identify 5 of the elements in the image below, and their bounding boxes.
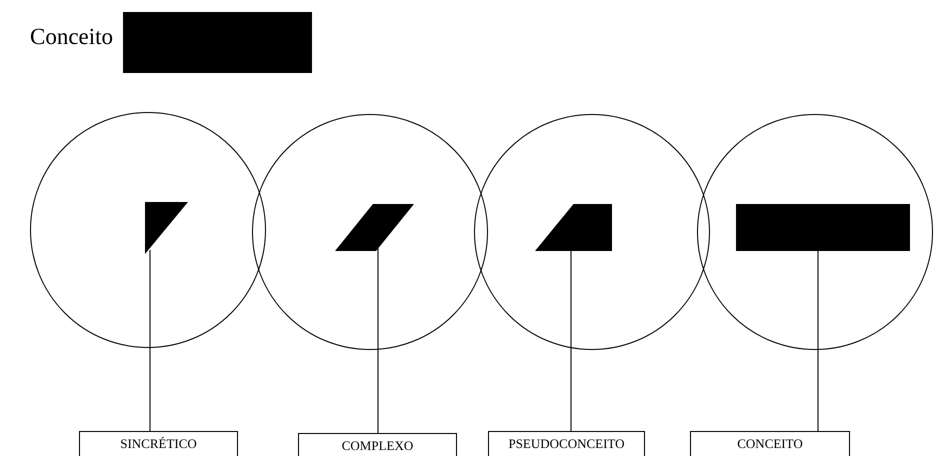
label-box: CONCEITO [690,431,850,456]
label-box: COMPLEXO [298,433,457,456]
label-box: SINCRÉTICO [79,431,238,456]
title: Conceito [30,24,114,50]
label-box: PSEUDOCONCEITO [488,431,645,456]
